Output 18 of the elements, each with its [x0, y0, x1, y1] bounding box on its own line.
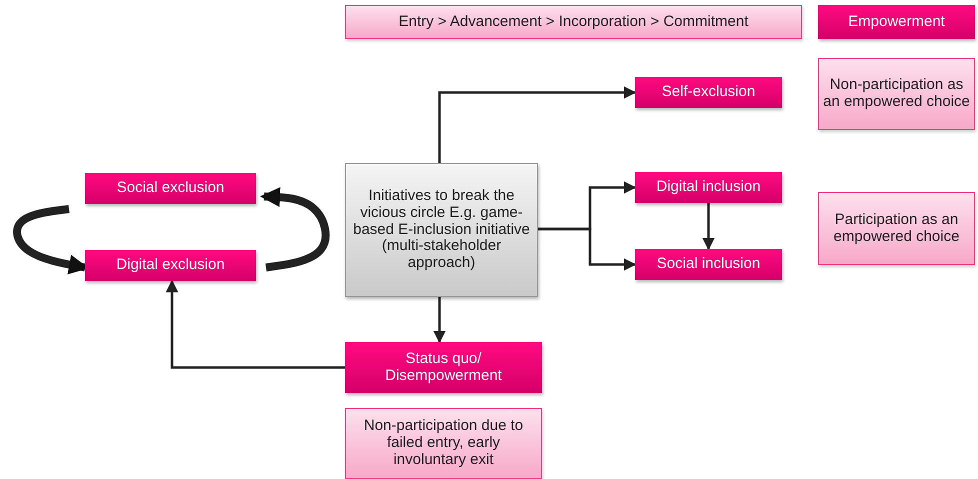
arrow: [438, 86, 636, 163]
heading-box: Empowerment: [818, 5, 975, 39]
stage-bar: Entry > Advancement > Incorporation > Commitment: [345, 5, 802, 39]
process-box: Digital inclusion: [635, 172, 782, 203]
process-box: Initiatives to break the vicious circle E.g. game-based E-inclusion initiative (multi-stakeholder approach): [345, 163, 538, 297]
note-box: Non-participation due to failed entry, early involuntary exit: [345, 408, 542, 479]
note-box: Non-participation as an empowered choice: [818, 58, 975, 130]
arrow: [702, 203, 715, 250]
note-box: Participation as an empowered choice: [818, 192, 975, 265]
process-box: Digital exclusion: [85, 250, 256, 281]
process-box: Self-exclusion: [635, 77, 782, 108]
arrow: [538, 228, 636, 271]
arrow: [433, 297, 446, 344]
curved-arrow: [260, 187, 330, 272]
process-box: Social exclusion: [85, 173, 256, 204]
process-box: Status quo/ Disempowerment: [345, 342, 542, 393]
arrow: [166, 280, 345, 369]
process-box: Social inclusion: [635, 249, 782, 280]
